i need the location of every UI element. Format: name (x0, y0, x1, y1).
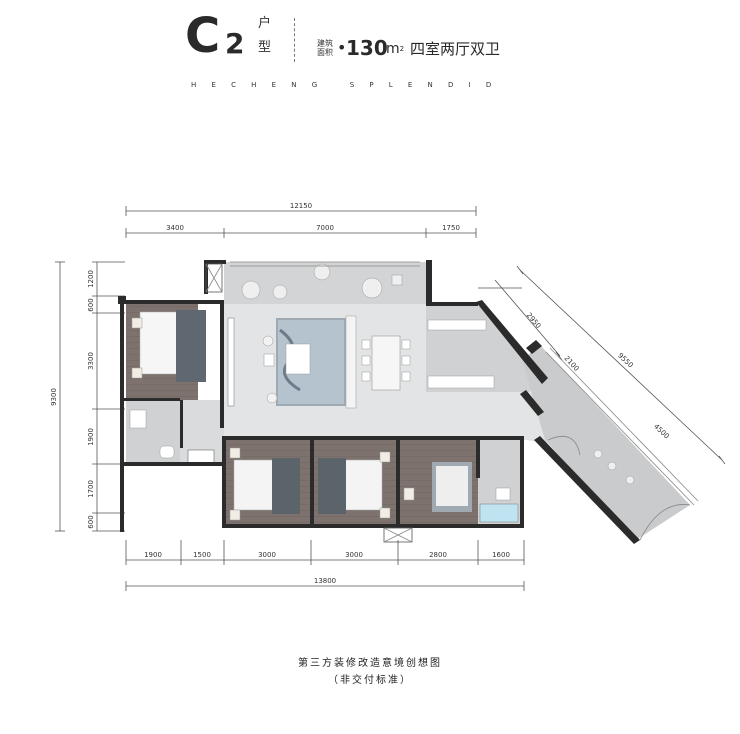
layout-type: 四室两厅双卫 (410, 40, 501, 58)
dim-top-total: 12150 (290, 202, 312, 210)
header: C 2 户 型 建筑面积 • 130 m2 四室两厅双卫 HECHENG SPL… (0, 0, 740, 100)
dim-left-seg-6: 600 (87, 515, 95, 528)
dim-bottom-seg-1: 1900 (144, 551, 162, 559)
footer-note: （非交付标准） (328, 675, 412, 686)
dim-diag-3: 9550 (616, 352, 634, 370)
unit-letter: C (185, 8, 221, 64)
dim-top-seg-2: 7000 (316, 224, 334, 232)
dim-left-seg-5: 1700 (87, 480, 95, 498)
dim-diag-4: 4500 (652, 423, 670, 441)
dim-top-seg-3: 1750 (442, 224, 460, 232)
dim-bottom-seg-2: 1500 (193, 551, 211, 559)
area-unit: m2 (386, 41, 404, 57)
xing-char: 型 (258, 40, 272, 55)
area-unit-sup: 2 (399, 45, 405, 53)
dim-bottom-total: 13800 (314, 577, 336, 585)
windows (205, 261, 699, 543)
dim-left-seg-2: 600 (87, 298, 95, 311)
area-value: 130 (346, 36, 388, 60)
furniture (129, 263, 635, 523)
dim-left-seg-3: 3300 (87, 352, 95, 370)
dimension-lines (55, 206, 726, 591)
brand-text: HECHENG SPLENDID (191, 81, 507, 89)
walls (118, 260, 640, 544)
dim-bottom-seg-4: 3000 (345, 551, 363, 559)
dim-left-total: 9300 (50, 388, 58, 406)
dim-bottom-seg-3: 3000 (258, 551, 276, 559)
area-label: 建筑面积 (317, 39, 333, 57)
dim-bottom-seg-5: 2800 (429, 551, 447, 559)
dim-diag-1: 2950 (525, 311, 543, 330)
header-divider (294, 18, 295, 62)
area-unit-text: m (386, 41, 400, 57)
dim-top-seg-1: 3400 (166, 224, 184, 232)
hu-char: 户 (258, 16, 272, 31)
unit-number: 2 (225, 27, 245, 60)
dim-bottom-seg-6: 1600 (492, 551, 510, 559)
footer-caption: 第三方装修改造意境创想图 (298, 658, 442, 669)
dim-left-seg-1: 1200 (87, 270, 95, 288)
bullet-dot: • (337, 38, 347, 57)
dim-left-seg-4: 1900 (87, 428, 95, 446)
